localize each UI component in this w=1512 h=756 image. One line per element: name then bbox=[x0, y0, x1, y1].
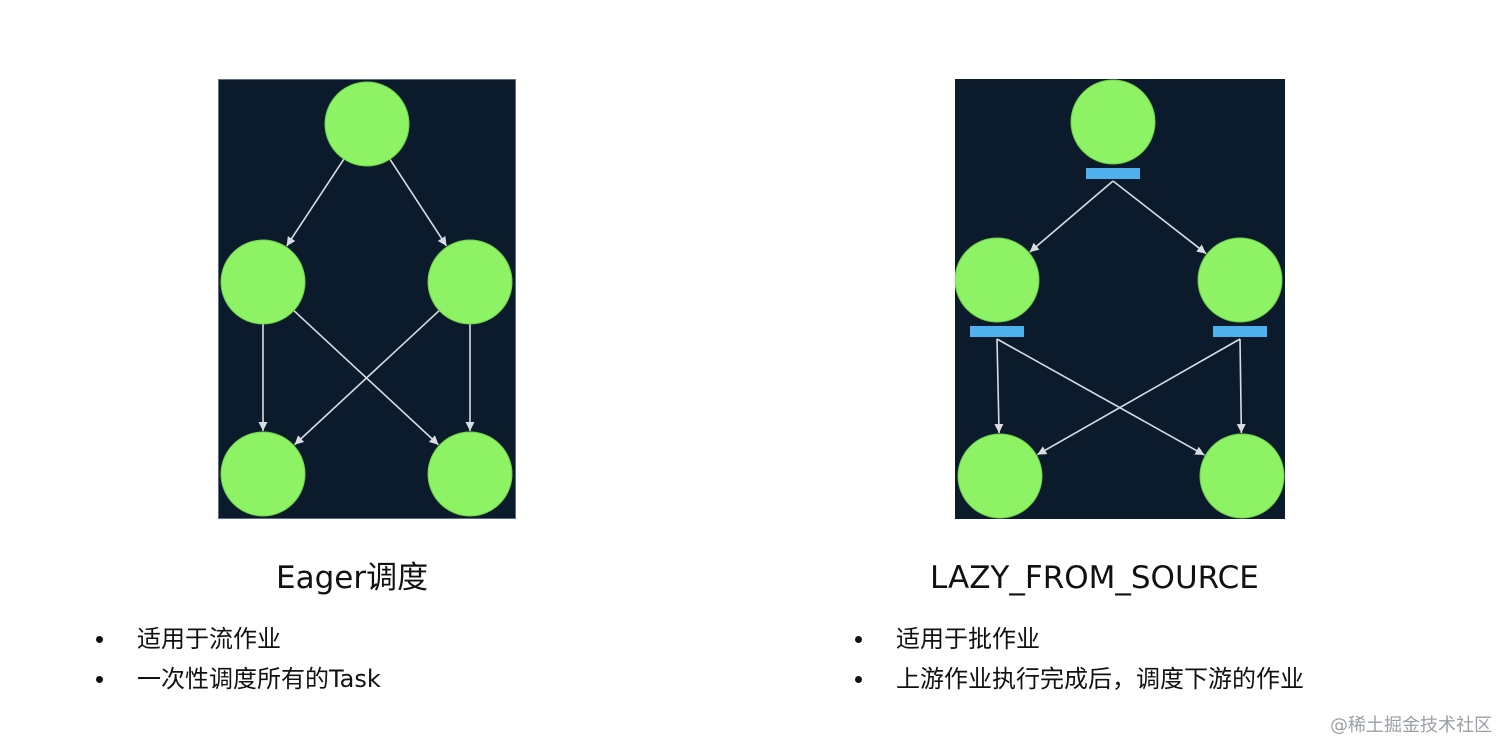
edge-top-to-mid-right bbox=[389, 158, 448, 247]
bullet-item: 适用于流作业 bbox=[96, 619, 381, 659]
bullet-text: 适用于批作业 bbox=[896, 625, 1040, 653]
node-bottom-left bbox=[957, 433, 1043, 519]
edge-mid-right-to-bottom-right bbox=[1236, 338, 1246, 434]
lazy-bullet-list: 适用于批作业 上游作业执行完成后，调度下游的作业 bbox=[855, 619, 1304, 699]
eager-bullet-list: 适用于流作业 一次性调度所有的Task bbox=[96, 619, 381, 699]
edge-mid-right-to-bottom-left bbox=[1036, 338, 1241, 456]
edge-mid-left-to-bottom-right bbox=[996, 338, 1205, 456]
node-mid-right bbox=[1197, 237, 1283, 323]
edge-mid-right-to-bottom-left bbox=[293, 309, 440, 446]
node-mid-right bbox=[427, 239, 513, 325]
eager-diagram bbox=[220, 81, 513, 517]
bullet-item: 适用于批作业 bbox=[855, 619, 1304, 659]
node-bottom-right bbox=[427, 431, 513, 517]
edge-top-to-mid-right bbox=[1112, 180, 1207, 255]
watermark: @稀土掘金技术社区 bbox=[1330, 715, 1492, 736]
eager-diagram-panel bbox=[218, 79, 516, 519]
bullet-item: 上游作业执行完成后，调度下游的作业 bbox=[855, 659, 1304, 699]
bullet-text: 一次性调度所有的Task bbox=[137, 665, 381, 693]
node-mid-left bbox=[220, 239, 306, 325]
bullet-item: 一次性调度所有的Task bbox=[96, 659, 381, 699]
node-top bbox=[1070, 79, 1156, 165]
bullet-text: 上游作业执行完成后，调度下游的作业 bbox=[896, 665, 1304, 693]
lazy-diagram-panel bbox=[955, 79, 1285, 519]
edge-mid-left-to-bottom-left bbox=[994, 338, 1004, 434]
bullet-dot bbox=[96, 636, 103, 643]
node-mid-left bbox=[955, 237, 1040, 323]
blocking-bar-mid-right bbox=[1213, 326, 1267, 337]
edge-top-to-mid-left bbox=[285, 158, 345, 247]
bullet-dot bbox=[96, 676, 103, 683]
node-bottom-left bbox=[220, 431, 306, 517]
blocking-bar-top bbox=[1086, 168, 1140, 179]
lazy-diagram bbox=[955, 79, 1285, 519]
edge-top-to-mid-left bbox=[1029, 180, 1114, 253]
eager-title: Eager调度 bbox=[276, 560, 429, 596]
lazy-title: LAZY_FROM_SOURCE bbox=[930, 560, 1259, 596]
node-bottom-right bbox=[1199, 433, 1285, 519]
blocking-bar-mid-left bbox=[970, 326, 1024, 337]
bullet-dot bbox=[855, 676, 862, 683]
bullet-dot bbox=[855, 636, 862, 643]
bullet-text: 适用于流作业 bbox=[137, 625, 281, 653]
node-top bbox=[324, 81, 410, 167]
